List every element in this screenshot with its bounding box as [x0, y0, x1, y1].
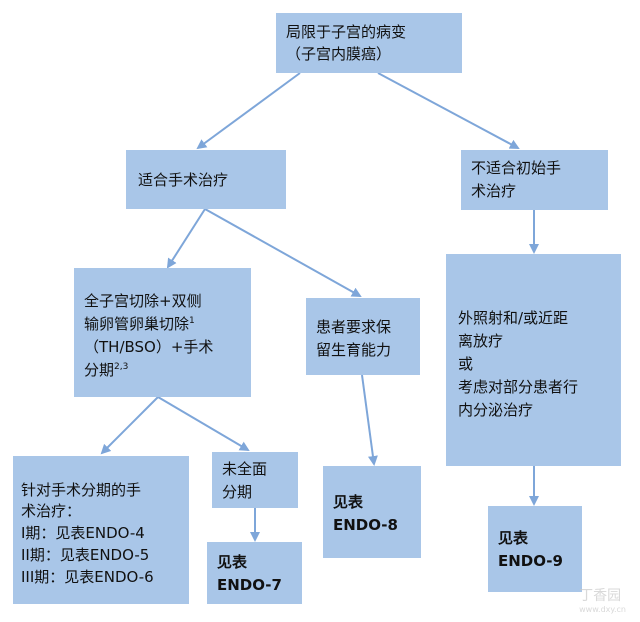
node-fertility [306, 298, 420, 375]
node-staged-line3: I期：见表ENDO-4 [21, 524, 145, 542]
arrow-surgery-to-thbso [166, 208, 206, 269]
node-root-line1: 局限于子宫的病变 [286, 23, 407, 41]
node-endo7 [207, 542, 302, 604]
node-staged-line4: II期：见表ENDO-5 [21, 546, 150, 564]
node-endo9 [488, 506, 582, 592]
node-th-bso-line4: 分期2,3 [84, 361, 129, 379]
node-staged-line5: III期：见表ENDO-6 [21, 568, 154, 586]
node-incomplete-line2: 分期 [222, 483, 253, 501]
node-endo8-line1: 见表 [333, 493, 364, 511]
node-th-bso-line2: 输卵管卵巢切除1 [84, 315, 195, 333]
node-surgery-ok-line1: 适合手术治疗 [138, 171, 229, 189]
node-th-bso [74, 268, 251, 397]
node-surgery-ok [126, 150, 286, 209]
node-fertility-line1: 患者要求保 [316, 318, 392, 336]
node-radiation [446, 254, 621, 466]
node-staged-line1: 针对手术分期的手 [21, 481, 142, 499]
footnote-1: 1 [189, 316, 195, 326]
arrow-root-to-surgery [196, 72, 301, 150]
arrow-thbso-to-incomplete [157, 396, 250, 452]
node-root [276, 13, 462, 73]
node-surgery-not-ok [461, 150, 608, 210]
watermark-brand: 丁香园 [579, 588, 622, 604]
node-endo8-line2: ENDO-8 [333, 516, 398, 534]
node-endo7-line1: 见表 [217, 553, 248, 571]
node-radiation-line1: 外照射和/或近距 [458, 309, 569, 327]
node-endo8 [323, 466, 421, 558]
node-incomplete [212, 452, 298, 508]
arrow-surgery-to-fertility [204, 208, 362, 297]
node-endo9-line2: ENDO-9 [498, 552, 563, 570]
footnote-2-3: 2,3 [114, 362, 129, 372]
watermark: 丁香园 www.dxy.cn [579, 585, 626, 614]
node-th-bso-line1: 全子宫切除+双侧 [84, 292, 202, 310]
node-radiation-line4: 考虑对部分患者行 [458, 378, 579, 396]
node-staged [13, 456, 189, 604]
node-radiation-line3: 或 [458, 355, 474, 373]
node-radiation-line2: 离放疗 [458, 332, 504, 350]
node-surgery-not-ok-line2: 术治疗 [471, 182, 517, 200]
node-incomplete-line1: 未全面 [222, 460, 268, 478]
node-root-line2: （子宫内膜癌） [286, 45, 392, 63]
arrow-root-to-nosurgery [377, 72, 520, 149]
arrow-thbso-to-staged [100, 396, 159, 455]
node-endo9-line1: 见表 [498, 529, 529, 547]
node-endo7-line2: ENDO-7 [217, 576, 282, 594]
arrow-fertility-to-endo8 [361, 374, 378, 466]
node-surgery-not-ok-line1: 不适合初始手 [471, 159, 562, 177]
node-fertility-line2: 留生育能力 [316, 341, 392, 359]
node-radiation-line5: 内分泌治疗 [458, 401, 534, 419]
node-th-bso-line3: （TH/BSO）+手术 [84, 338, 214, 356]
node-staged-line2: 术治疗： [21, 502, 82, 520]
watermark-url: www.dxy.cn [579, 605, 626, 614]
